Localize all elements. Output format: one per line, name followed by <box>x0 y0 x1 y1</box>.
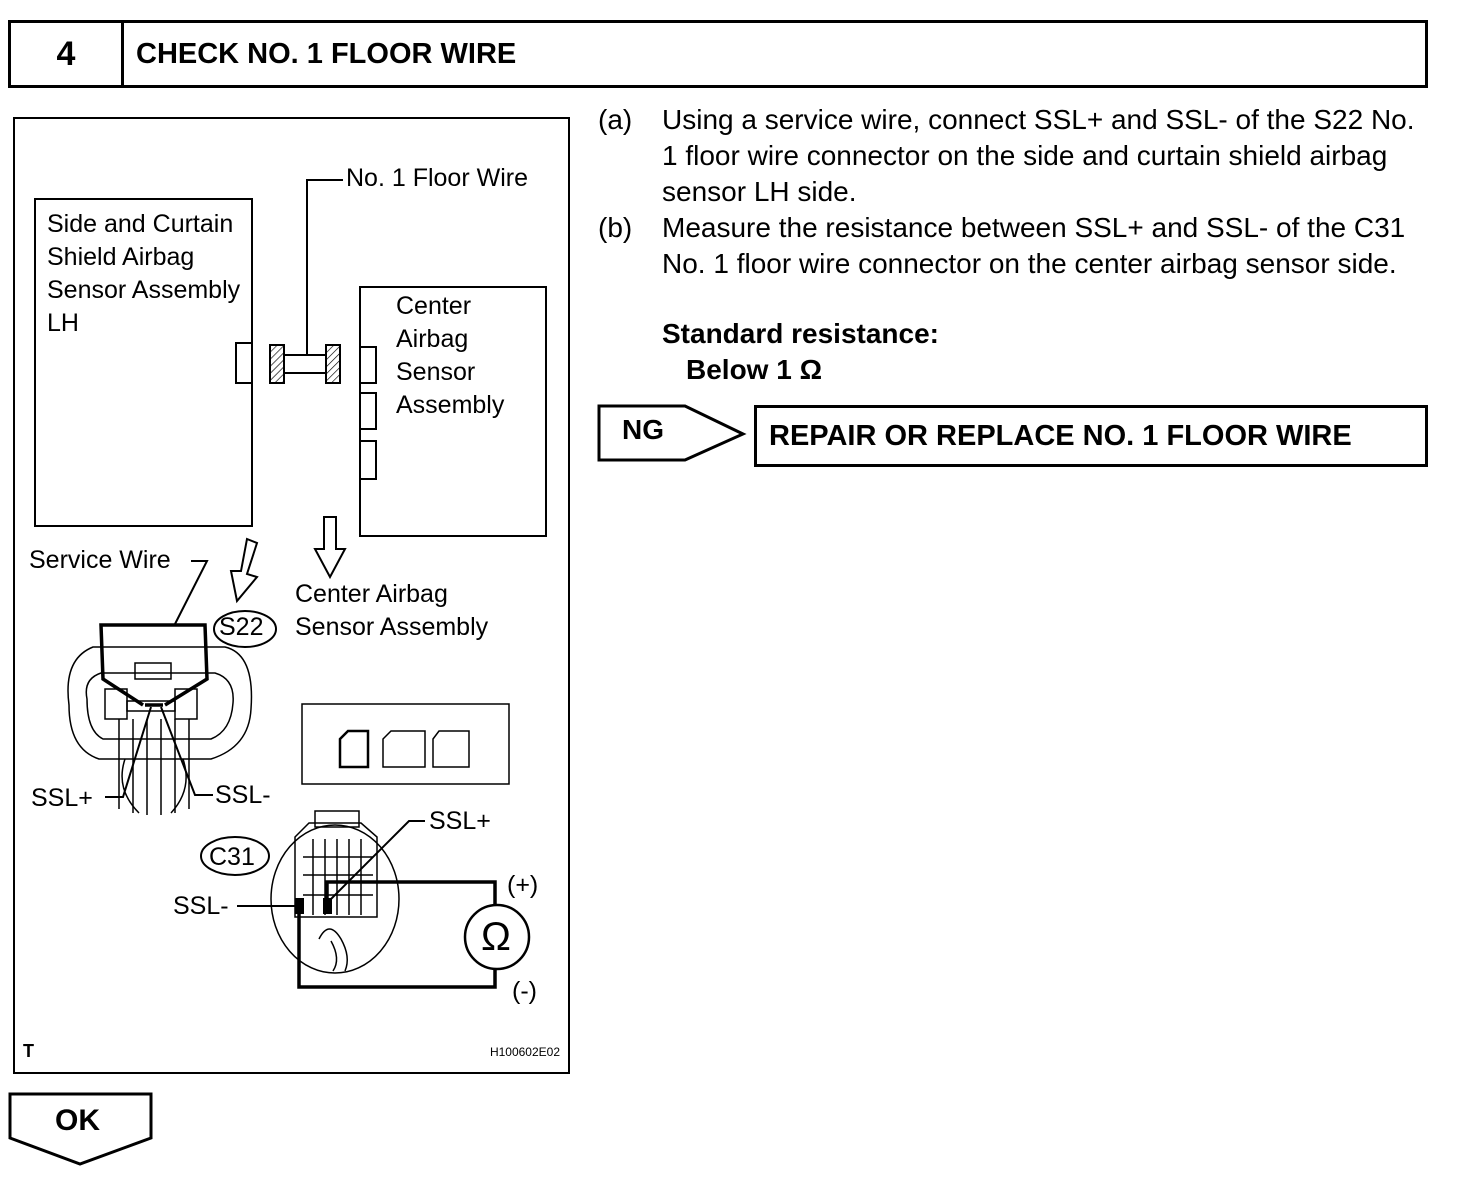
ohmmeter <box>463 903 531 971</box>
service-wire-label: Service Wire <box>29 546 171 574</box>
minus-terminal-label: (-) <box>512 977 537 1005</box>
ohm-icon: Ω <box>481 915 511 959</box>
figure-code: H100602E02 <box>489 1045 560 1059</box>
ssl-plus-leader-1 <box>105 706 152 798</box>
standard-value: Below 1 Ω <box>686 354 823 385</box>
c31-pill <box>200 836 270 876</box>
step-title: CHECK NO. 1 FLOOR WIRE <box>136 37 517 70</box>
center-sensor-box-label: Center Airbag Sensor Assembly <box>396 292 505 419</box>
side-sensor-port <box>235 342 253 384</box>
ssl-plus-leader-2 <box>328 820 425 902</box>
center-port-2 <box>359 392 377 430</box>
service-wire-leader <box>174 560 209 625</box>
step-letter: (b) <box>598 212 633 243</box>
ssl-minus-label-1: SSL- <box>215 781 271 809</box>
diagram-drawing <box>34 179 547 989</box>
meter-lead-plus <box>325 880 497 909</box>
wiring-diagram: No. 1 Floor Wire Side and Curtain Shield… <box>13 117 570 1074</box>
arrow-to-center <box>313 516 347 580</box>
arrow-to-s22 <box>229 537 259 604</box>
center-socket-3 <box>432 730 470 768</box>
ssl-minus-label-2: SSL- <box>173 892 229 920</box>
meter-lead-minus <box>297 905 497 989</box>
center-socket-1 <box>338 729 370 769</box>
step-item: (a) Using a service wire, connect SSL+ a… <box>598 102 1438 210</box>
floor-wire-connector-left <box>269 344 285 384</box>
c31-ssl-minus-pin <box>295 898 304 914</box>
ssl-plus-label-1: SSL+ <box>31 784 93 812</box>
standard-title: Standard resistance: <box>662 318 939 349</box>
ok-label: OK <box>55 1104 100 1137</box>
c31-label: C31 <box>209 843 255 871</box>
s22-label: S22 <box>219 613 264 641</box>
ok-arrow-icon <box>8 1092 153 1166</box>
center-port-3 <box>359 440 377 480</box>
center-socket-2 <box>382 730 426 768</box>
center-port-1 <box>359 346 377 384</box>
ng-arrow-icon <box>597 404 747 462</box>
step-text: Measure the resistance between SSL+ and … <box>662 212 1406 279</box>
center-connector-face <box>301 703 510 785</box>
floor-wire-connector-right <box>325 344 341 384</box>
instruction-steps: (a) Using a service wire, connect SSL+ a… <box>598 102 1438 282</box>
s22-pill <box>213 610 277 648</box>
plus-terminal-label: (+) <box>507 871 539 899</box>
ssl-minus-leader-1 <box>160 706 213 796</box>
ng-action-box: REPAIR OR REPLACE NO. 1 FLOOR WIRE <box>754 405 1428 467</box>
ng-label: NG <box>622 414 664 445</box>
ssl-plus-label-2: SSL+ <box>429 807 491 835</box>
step-letter: (a) <box>598 104 633 135</box>
step-number: 4 <box>11 23 124 85</box>
c31-ssl-plus-pin <box>323 898 332 914</box>
step-header: 4 CHECK NO. 1 FLOOR WIRE <box>8 20 1428 88</box>
floor-wire-label: No. 1 Floor Wire <box>346 164 528 192</box>
step-text: Using a service wire, connect SSL+ and S… <box>662 104 1415 207</box>
c31-connector <box>270 810 400 974</box>
corner-mark: T <box>23 1041 34 1061</box>
step-item: (b) Measure the resistance between SSL+ … <box>598 210 1438 282</box>
floor-wire-leader <box>306 179 343 355</box>
center-sensor-label: Center Airbag Sensor Assembly <box>295 580 489 641</box>
service-wire-loop <box>99 623 209 707</box>
side-sensor-label: Side and Curtain Shield Airbag Sensor As… <box>47 210 241 337</box>
